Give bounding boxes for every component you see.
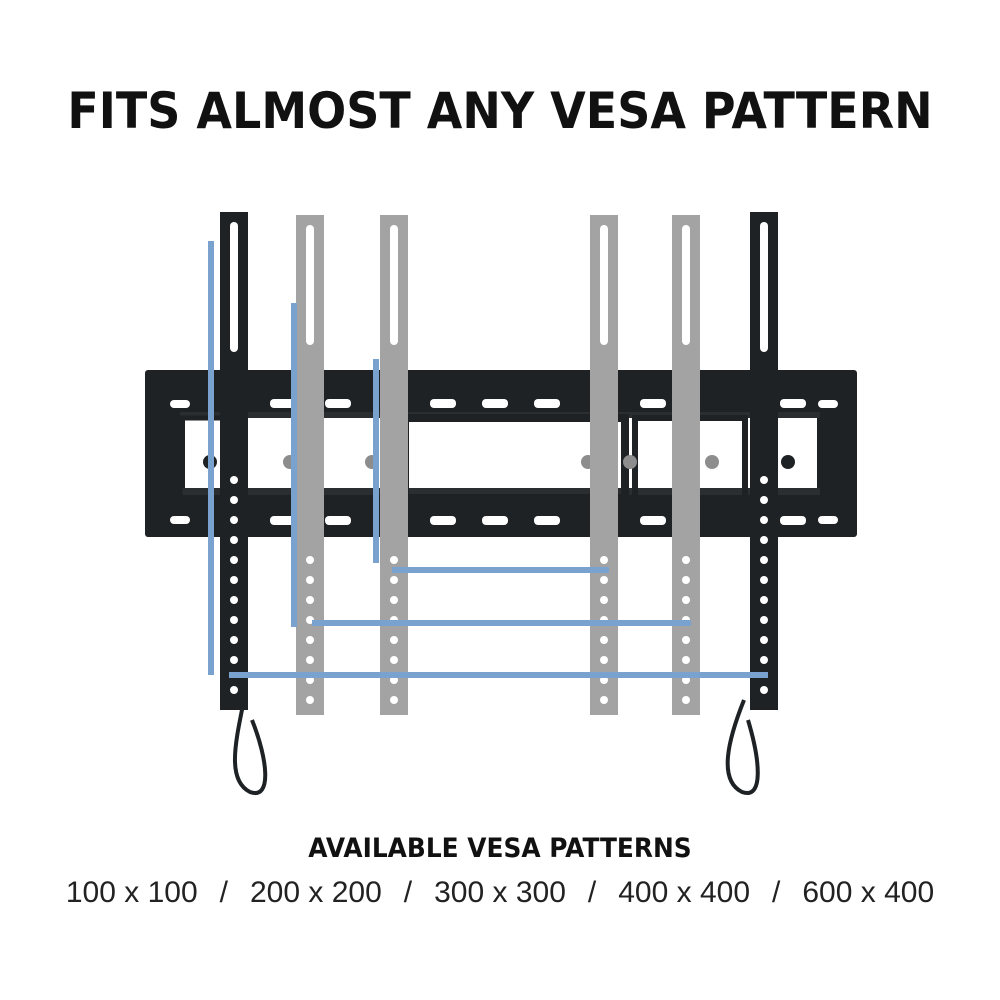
gray-arm-brackets — [296, 215, 700, 715]
pattern-200x200: 200 x 200 — [249, 876, 382, 909]
gray-arm-slots — [306, 225, 690, 345]
available-patterns-heading: AVAILABLE VESA PATTERNS — [308, 833, 692, 864]
pattern-400x400: 400 x 400 — [618, 876, 751, 909]
release-cords — [232, 699, 760, 795]
pattern-100x100: 100 x 100 — [65, 876, 198, 909]
dark-arm-brackets — [220, 212, 778, 710]
vesa-guide-lines — [208, 241, 768, 678]
pattern-600x400: 600 x 400 — [802, 876, 935, 909]
pattern-separator: / — [772, 876, 781, 909]
pattern-separator: / — [403, 876, 413, 909]
gray-arm-holes — [306, 556, 690, 704]
pattern-separator: / — [219, 876, 228, 909]
page-title: FITS ALMOST ANY VESA PATTERN — [67, 82, 933, 140]
pattern-separator: / — [587, 876, 597, 909]
vesa-pattern-list: 100 x 100 / 200 x 200 / 300 x 300 / 400 x 400 /… — [0, 876, 1000, 910]
pattern-300x300: 300 x 300 — [434, 876, 566, 909]
